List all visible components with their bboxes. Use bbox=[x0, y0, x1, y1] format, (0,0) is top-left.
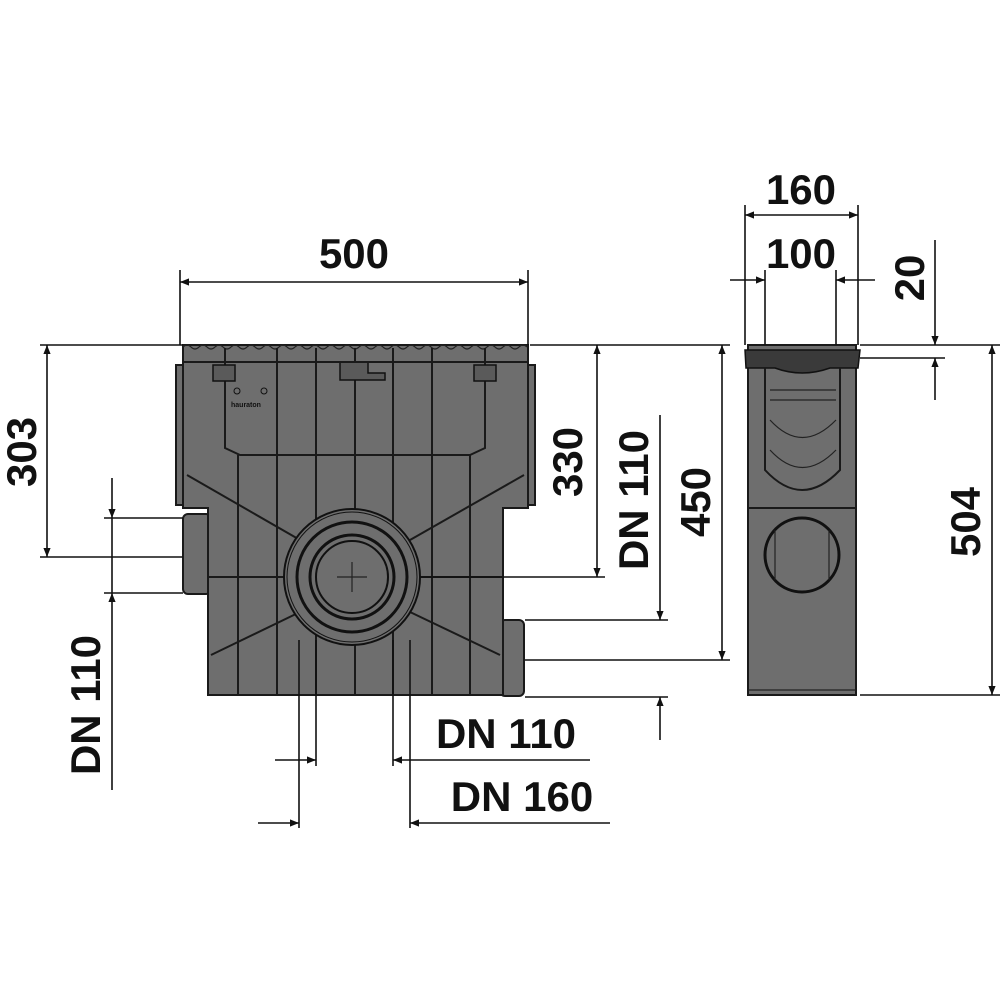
front-view: hauraton bbox=[175, 344, 536, 697]
dim-height-450: 450 bbox=[672, 467, 719, 537]
logo-text: hauraton bbox=[231, 402, 261, 409]
dim-cap-20: 20 bbox=[886, 255, 933, 302]
center-latch bbox=[339, 363, 386, 381]
left-outlet-spigot bbox=[182, 513, 212, 595]
side-view bbox=[744, 344, 861, 696]
side-cap bbox=[744, 349, 861, 374]
dim-bottom-dn160: DN 160 bbox=[451, 773, 593, 820]
dim-width-500: 500 bbox=[319, 230, 389, 277]
side-outlet bbox=[763, 516, 841, 594]
right-latch bbox=[473, 364, 497, 382]
dim-height-504: 504 bbox=[942, 486, 989, 557]
dim-left-outlet: DN 110 bbox=[62, 635, 109, 775]
dim-side-160: 160 bbox=[766, 166, 836, 213]
dim-height-303: 303 bbox=[0, 417, 45, 487]
dim-right-outlet: DN 110 bbox=[610, 430, 657, 570]
dimension-labels: 500 303 DN 110 330 DN 110 450 DN 110 DN … bbox=[0, 166, 989, 820]
dimension-lines bbox=[40, 205, 1000, 828]
outlet-rings bbox=[283, 508, 421, 646]
dim-bottom-dn110: DN 110 bbox=[436, 710, 576, 757]
dim-side-100: 100 bbox=[766, 230, 836, 277]
dim-height-330: 330 bbox=[544, 427, 591, 497]
left-latch bbox=[212, 364, 236, 382]
